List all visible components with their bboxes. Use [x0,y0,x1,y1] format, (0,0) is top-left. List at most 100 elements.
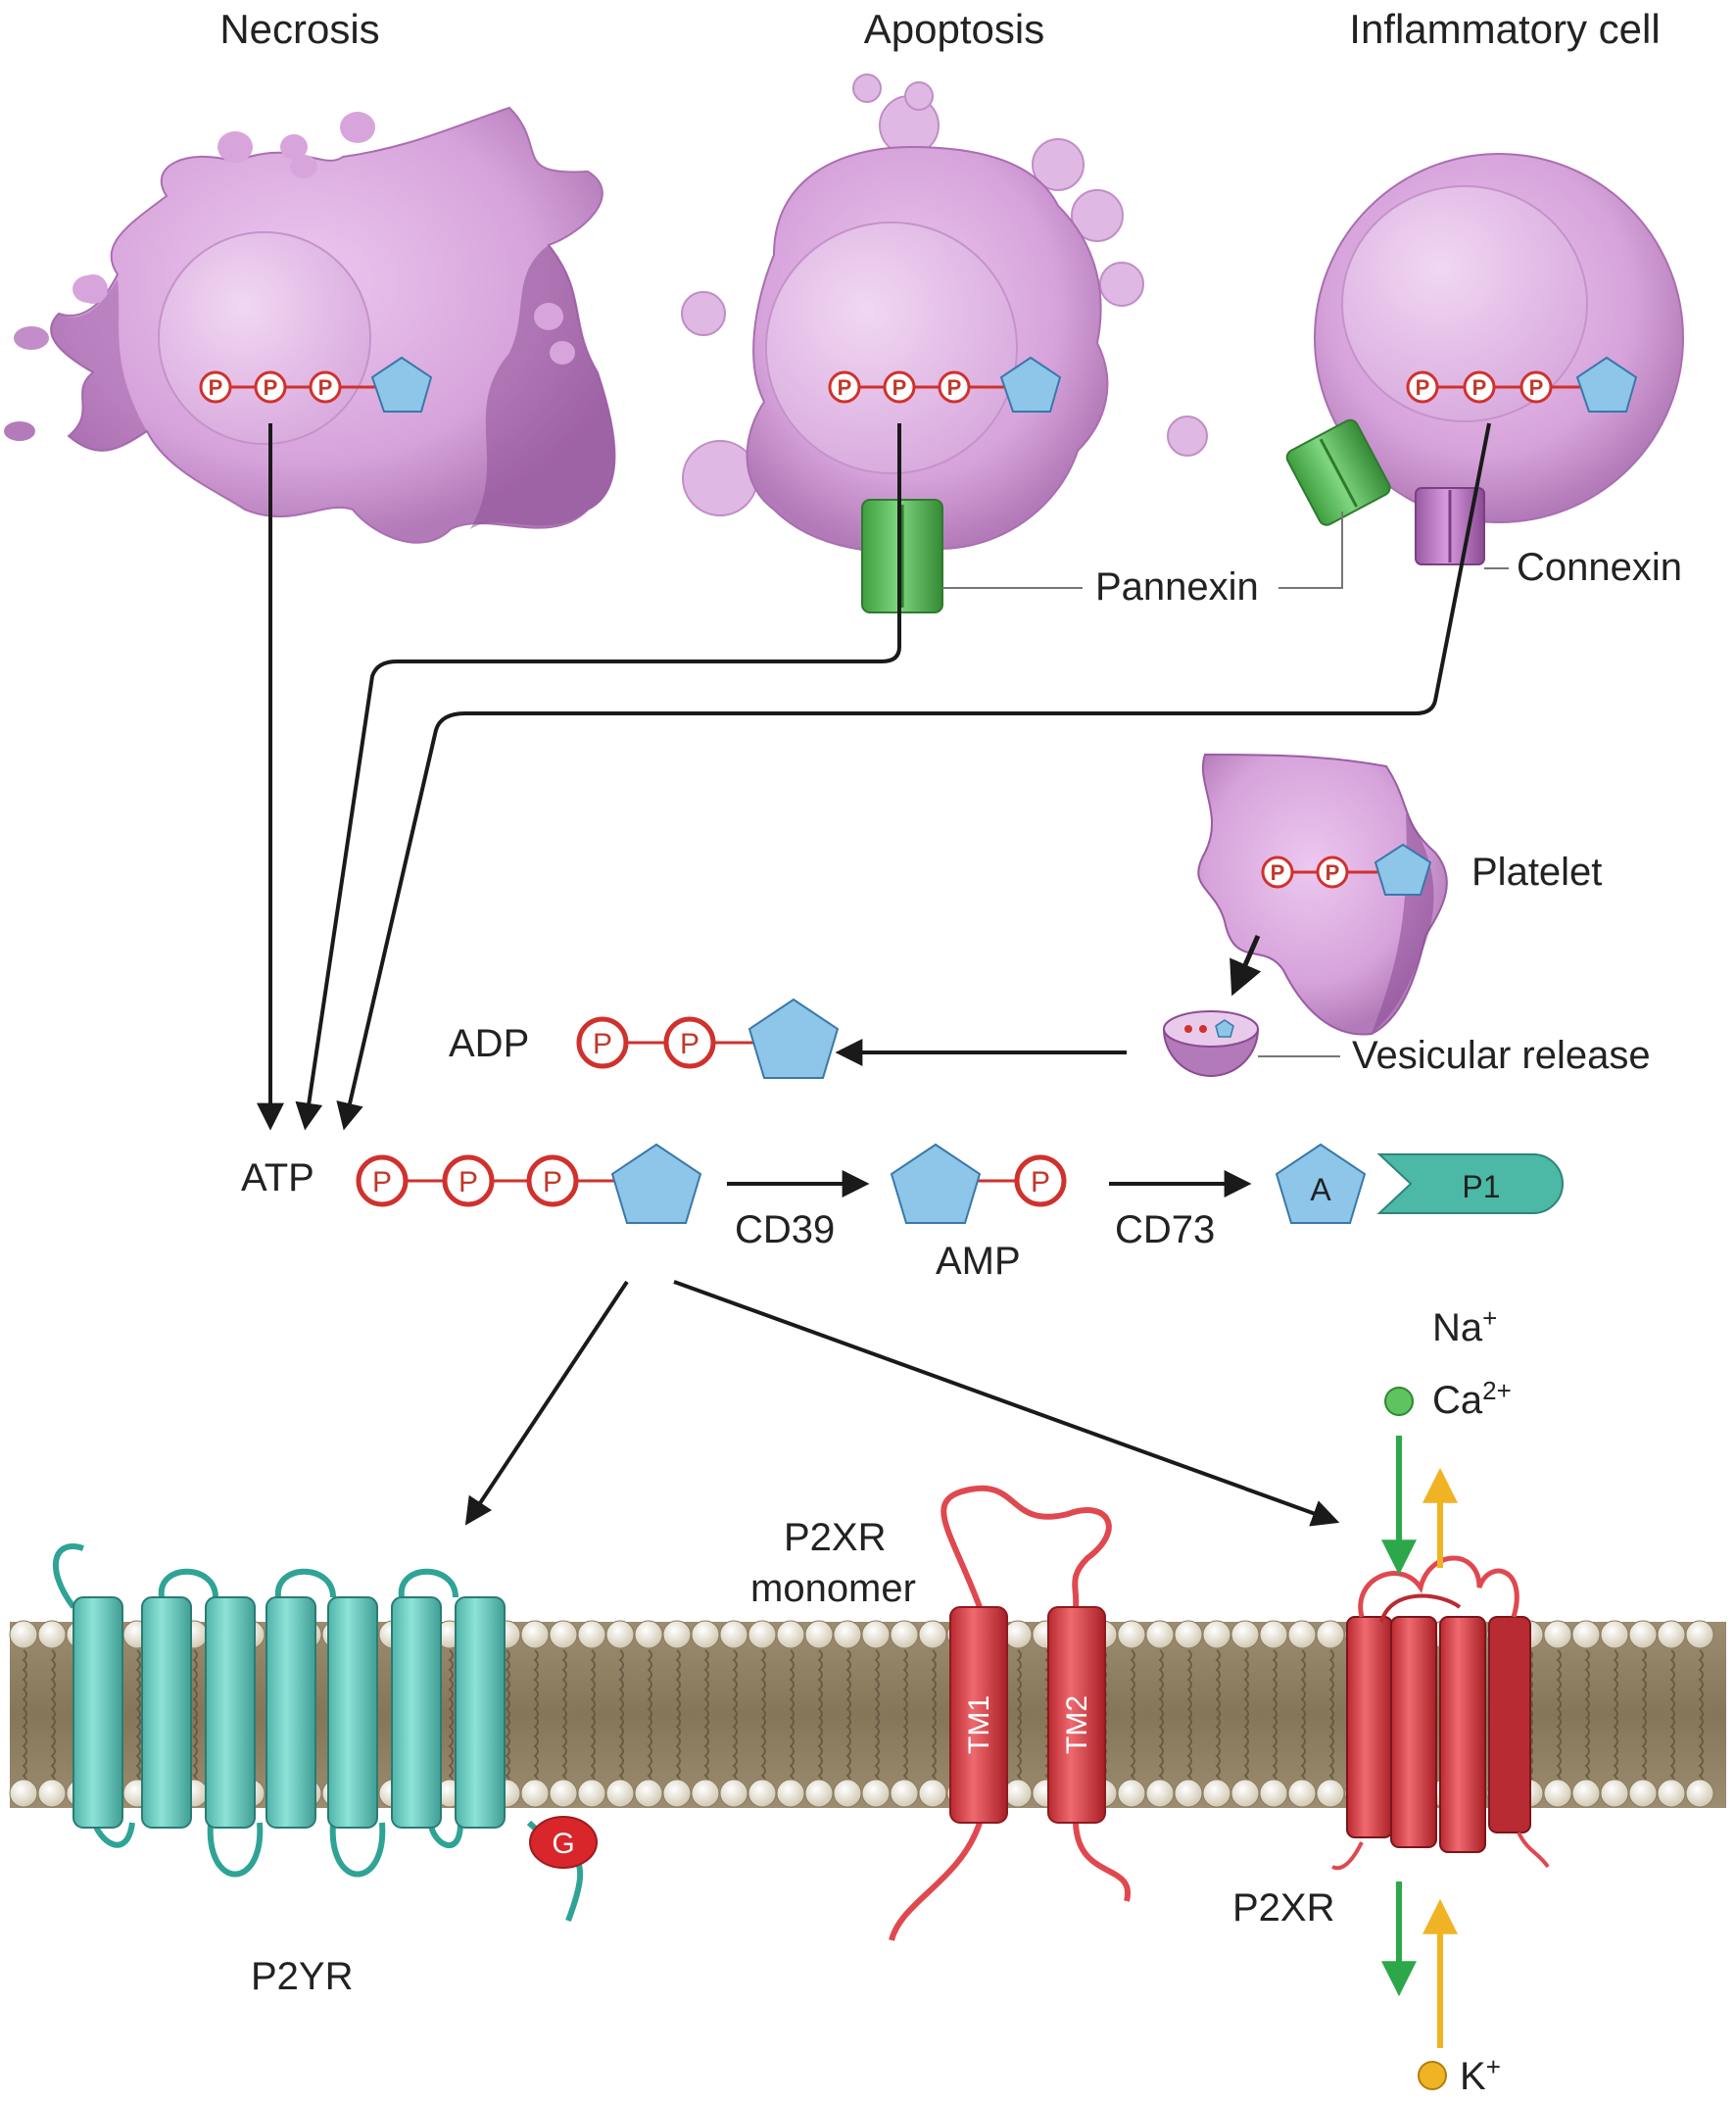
lipid-tail [50,1716,56,1786]
lipid-tail [1613,1716,1618,1786]
lipid-tail [50,1649,56,1720]
lipid-tail [135,1649,141,1720]
lipid-head [9,1779,38,1808]
lipid-tail [675,1649,681,1720]
lipid-head [37,1620,67,1649]
label-k: K+ [1460,2052,1501,2098]
ribose-pentagon [999,356,1062,413]
vesicle [1162,1010,1260,1077]
apoptotic-cell [681,73,1208,554]
lipid-head [1174,1779,1203,1808]
lipid-tail [675,1716,681,1786]
lipid-head [1543,1779,1572,1808]
lipid-tail [1016,1716,1022,1786]
phosphate-1-label: P [838,375,852,400]
lipid-head [1657,1620,1686,1649]
phosphate-3 [309,370,342,404]
ribose-pentagon [1575,356,1638,413]
lipid-head [1003,1620,1033,1649]
atp-molecule: P P P [356,1143,702,1224]
lipid-tail [760,1649,766,1720]
lipid-tail [789,1716,795,1786]
platelet-to-vesicle-arrow [1230,935,1262,997]
lipid-tail [1130,1649,1135,1720]
lipid-tail [1669,1716,1675,1786]
phosphate-2-label: P [892,375,907,400]
phosphate-3-label: P [1529,375,1544,400]
label-p2yr: P2YR [251,1955,354,1998]
lipid-head [719,1779,748,1808]
lipid-head [37,1779,67,1808]
lipid-head [662,1620,692,1649]
lipid-tail [22,1649,27,1720]
phosphate-1-label: P [1416,375,1430,400]
lipid-tail [1300,1716,1306,1786]
lipid-tail [505,1716,510,1786]
adenosine: A [1275,1143,1367,1224]
pannexin-channel-inflammatory [1285,418,1391,526]
lipid-head [1571,1779,1601,1808]
label-pannexin: Pannexin [1095,565,1259,609]
phosphate-2 [883,370,916,404]
label-vesicular-release: Vesicular release [1352,1034,1651,1077]
inflammatory-atp: P P P [1406,356,1638,413]
lipid-head [577,1779,606,1808]
inflammatory-cell [1314,120,1684,523]
tm1-label: TM1 [963,1695,995,1754]
lipid-tail [1584,1716,1590,1786]
lipid-tail [845,1716,851,1786]
p2yr-helix-4 [265,1596,316,1829]
inflammatory-release-arrow [336,422,1491,1131]
apoptosis-release-arrow [295,423,901,1131]
lipid-tail [1300,1649,1306,1720]
lipid-tail [874,1649,880,1720]
lipid-tail [931,1649,937,1720]
tm2-label: TM2 [1061,1695,1093,1754]
tm1-helix [949,1606,1008,1824]
p2yr-helix-2 [141,1596,192,1829]
lipid-tail [845,1649,851,1720]
lipid-tail [590,1716,596,1786]
lipid-tail [448,1716,454,1786]
lipid-tail [1186,1649,1192,1720]
lipid-head [833,1779,862,1808]
phosphate-2-label: P [1326,860,1340,885]
p2yr-helix-7 [455,1596,506,1829]
lipid-head [1571,1620,1601,1649]
lipid-tail [1698,1716,1704,1786]
release-arrows [257,422,1491,1131]
lipid-head [691,1779,720,1808]
p1-label: P1 [1462,1169,1500,1204]
phosphate-1 [576,1016,629,1069]
lipid-head [1316,1779,1345,1808]
label-apoptosis: Apoptosis [864,6,1044,52]
lipid-head [1174,1620,1203,1649]
label-p2xr-monomer-line1: P2XR [784,1516,887,1559]
phosphate-2 [442,1154,495,1207]
lipid-tail [505,1649,510,1720]
lipid-tail [533,1716,539,1786]
label-p2xr-monomer-line2: monomer [750,1567,916,1610]
phosphate-1 [356,1154,409,1207]
atp-to-p2yr-arrow [464,1280,629,1526]
phosphate-1-label: P [1271,860,1285,885]
lipid-tail [1328,1649,1334,1720]
phosphate-2 [663,1016,716,1069]
phosphate-3 [938,370,971,404]
lipid-tail [760,1716,766,1786]
lipid-head [520,1779,550,1808]
lipid-tail [533,1649,539,1720]
p2yr-helix-5 [327,1596,378,1829]
lipid-head [1259,1620,1288,1649]
label-p2xr: P2XR [1232,1886,1335,1930]
lipid-tail [561,1716,567,1786]
lipid-head [890,1620,919,1649]
label-atp: ATP [241,1156,314,1199]
lipid-head [1685,1620,1714,1649]
g-protein: G [529,1816,598,1869]
lipid-tail [874,1716,880,1786]
lipid-head [1230,1779,1260,1808]
tm2-helix [1047,1606,1106,1824]
lipid-head [804,1779,834,1808]
phosphate-2 [1316,855,1349,889]
